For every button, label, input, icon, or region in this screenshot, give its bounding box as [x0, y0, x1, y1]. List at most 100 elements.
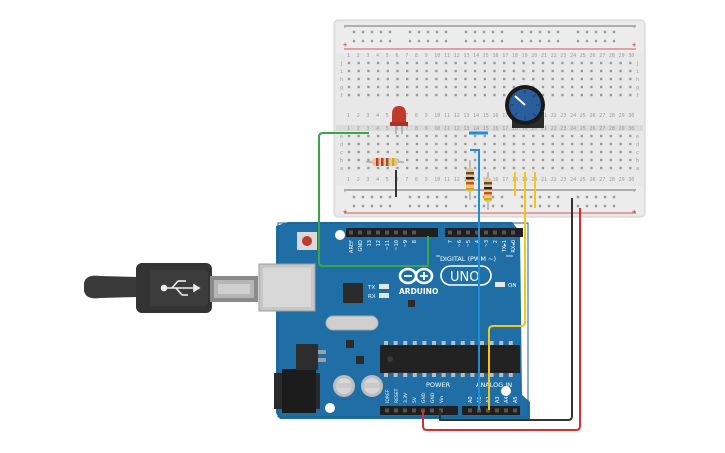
breadboard-hole[interactable] [376, 77, 380, 81]
rail-hole[interactable] [520, 195, 524, 199]
breadboard-hole[interactable] [473, 134, 477, 138]
breadboard-hole[interactable] [406, 77, 409, 81]
breadboard-hole[interactable] [551, 142, 554, 146]
breadboard-hole[interactable] [561, 142, 564, 146]
breadboard-hole[interactable] [444, 61, 448, 65]
breadboard-hole[interactable] [435, 61, 438, 65]
breadboard-hole[interactable] [629, 166, 632, 170]
rail-hole[interactable] [603, 30, 607, 34]
breadboard-hole[interactable] [532, 166, 535, 170]
breadboard-hole[interactable] [493, 61, 496, 65]
breadboard-hole[interactable] [541, 93, 545, 97]
breadboard-hole[interactable] [464, 77, 467, 81]
breadboard-hole[interactable] [483, 61, 486, 65]
breadboard-hole[interactable] [357, 61, 360, 65]
breadboard-hole[interactable] [551, 166, 554, 170]
breadboard-hole[interactable] [551, 134, 554, 138]
breadboard-hole[interactable] [406, 166, 409, 170]
breadboard-hole[interactable] [406, 142, 409, 146]
breadboard-hole[interactable] [347, 150, 351, 154]
digital-pin[interactable] [493, 230, 497, 235]
breadboard-hole[interactable] [532, 158, 535, 162]
wire-green[interactable] [318, 132, 429, 267]
breadboard-hole[interactable] [512, 85, 516, 89]
breadboard-hole[interactable] [600, 166, 603, 170]
rail-hole[interactable] [370, 30, 374, 34]
rail-hole[interactable] [361, 204, 365, 208]
breadboard-hole[interactable] [619, 150, 622, 154]
breadboard-hole[interactable] [541, 85, 545, 89]
breadboard-hole[interactable] [464, 69, 467, 73]
breadboard-hole[interactable] [600, 134, 603, 138]
digital-pin[interactable] [376, 230, 380, 235]
breadboard-hole[interactable] [503, 158, 506, 162]
breadboard-hole[interactable] [503, 142, 506, 146]
rail-hole[interactable] [585, 30, 589, 34]
breadboard-hole[interactable] [551, 93, 554, 97]
digital-pin[interactable] [511, 230, 515, 235]
breadboard-hole[interactable] [425, 158, 428, 162]
rail-hole[interactable] [352, 204, 356, 208]
breadboard-hole[interactable] [367, 134, 370, 138]
breadboard-hole[interactable] [396, 150, 399, 154]
rail-hole[interactable] [529, 39, 533, 43]
breadboard-hole[interactable] [619, 85, 622, 89]
breadboard-hole[interactable] [493, 150, 496, 154]
rail-hole[interactable] [529, 30, 533, 34]
breadboard-hole[interactable] [386, 134, 389, 138]
breadboard-hole[interactable] [590, 134, 593, 138]
breadboard-hole[interactable] [444, 77, 448, 81]
breadboard-hole[interactable] [425, 134, 428, 138]
rail-hole[interactable] [585, 195, 589, 199]
breadboard-hole[interactable] [570, 158, 574, 162]
breadboard-hole[interactable] [464, 166, 467, 170]
resistor-vertical-2[interactable] [484, 172, 492, 210]
breadboard-hole[interactable] [522, 77, 525, 81]
breadboard-hole[interactable] [503, 166, 506, 170]
breadboard-hole[interactable] [561, 69, 564, 73]
rail-hole[interactable] [352, 39, 356, 43]
breadboard-hole[interactable] [609, 142, 613, 146]
breadboard-hole[interactable] [580, 61, 583, 65]
breadboard-hole[interactable] [483, 93, 486, 97]
rail-hole[interactable] [547, 30, 551, 34]
breadboard-hole[interactable] [347, 85, 351, 89]
breadboard-hole[interactable] [522, 158, 525, 162]
breadboard-hole[interactable] [570, 93, 574, 97]
breadboard-hole[interactable] [473, 158, 477, 162]
breadboard-hole[interactable] [464, 61, 467, 65]
breadboard-hole[interactable] [376, 69, 380, 73]
rail-hole[interactable] [612, 30, 616, 34]
breadboard-hole[interactable] [396, 142, 399, 146]
breadboard-hole[interactable] [347, 142, 351, 146]
usb-cable[interactable] [84, 263, 258, 313]
breadboard-hole[interactable] [376, 134, 380, 138]
rail-hole[interactable] [435, 195, 439, 199]
breadboard-hole[interactable] [406, 61, 409, 65]
breadboard-hole[interactable] [483, 166, 486, 170]
breadboard-hole[interactable] [619, 134, 622, 138]
breadboard-hole[interactable] [357, 134, 360, 138]
breadboard-hole[interactable] [522, 142, 525, 146]
breadboard-hole[interactable] [600, 158, 603, 162]
breadboard-hole[interactable] [464, 93, 467, 97]
breadboard-hole[interactable] [444, 69, 448, 73]
analog-pin[interactable] [486, 408, 490, 413]
breadboard-hole[interactable] [454, 77, 457, 81]
breadboard-hole[interactable] [454, 134, 457, 138]
breadboard-hole[interactable] [541, 134, 545, 138]
breadboard-hole[interactable] [580, 166, 583, 170]
breadboard-hole[interactable] [464, 158, 467, 162]
breadboard-hole[interactable] [483, 77, 486, 81]
breadboard-hole[interactable] [367, 93, 370, 97]
breadboard-hole[interactable] [396, 85, 399, 89]
breadboard-hole[interactable] [493, 85, 496, 89]
rail-hole[interactable] [556, 204, 560, 208]
rail-hole[interactable] [426, 195, 430, 199]
wire-yellow-jumpers[interactable] [514, 172, 536, 208]
rail-hole[interactable] [482, 30, 486, 34]
breadboard-hole[interactable] [386, 61, 389, 65]
digital-pin[interactable] [448, 230, 452, 235]
breadboard-hole[interactable] [473, 69, 477, 73]
rail-hole[interactable] [473, 39, 477, 43]
